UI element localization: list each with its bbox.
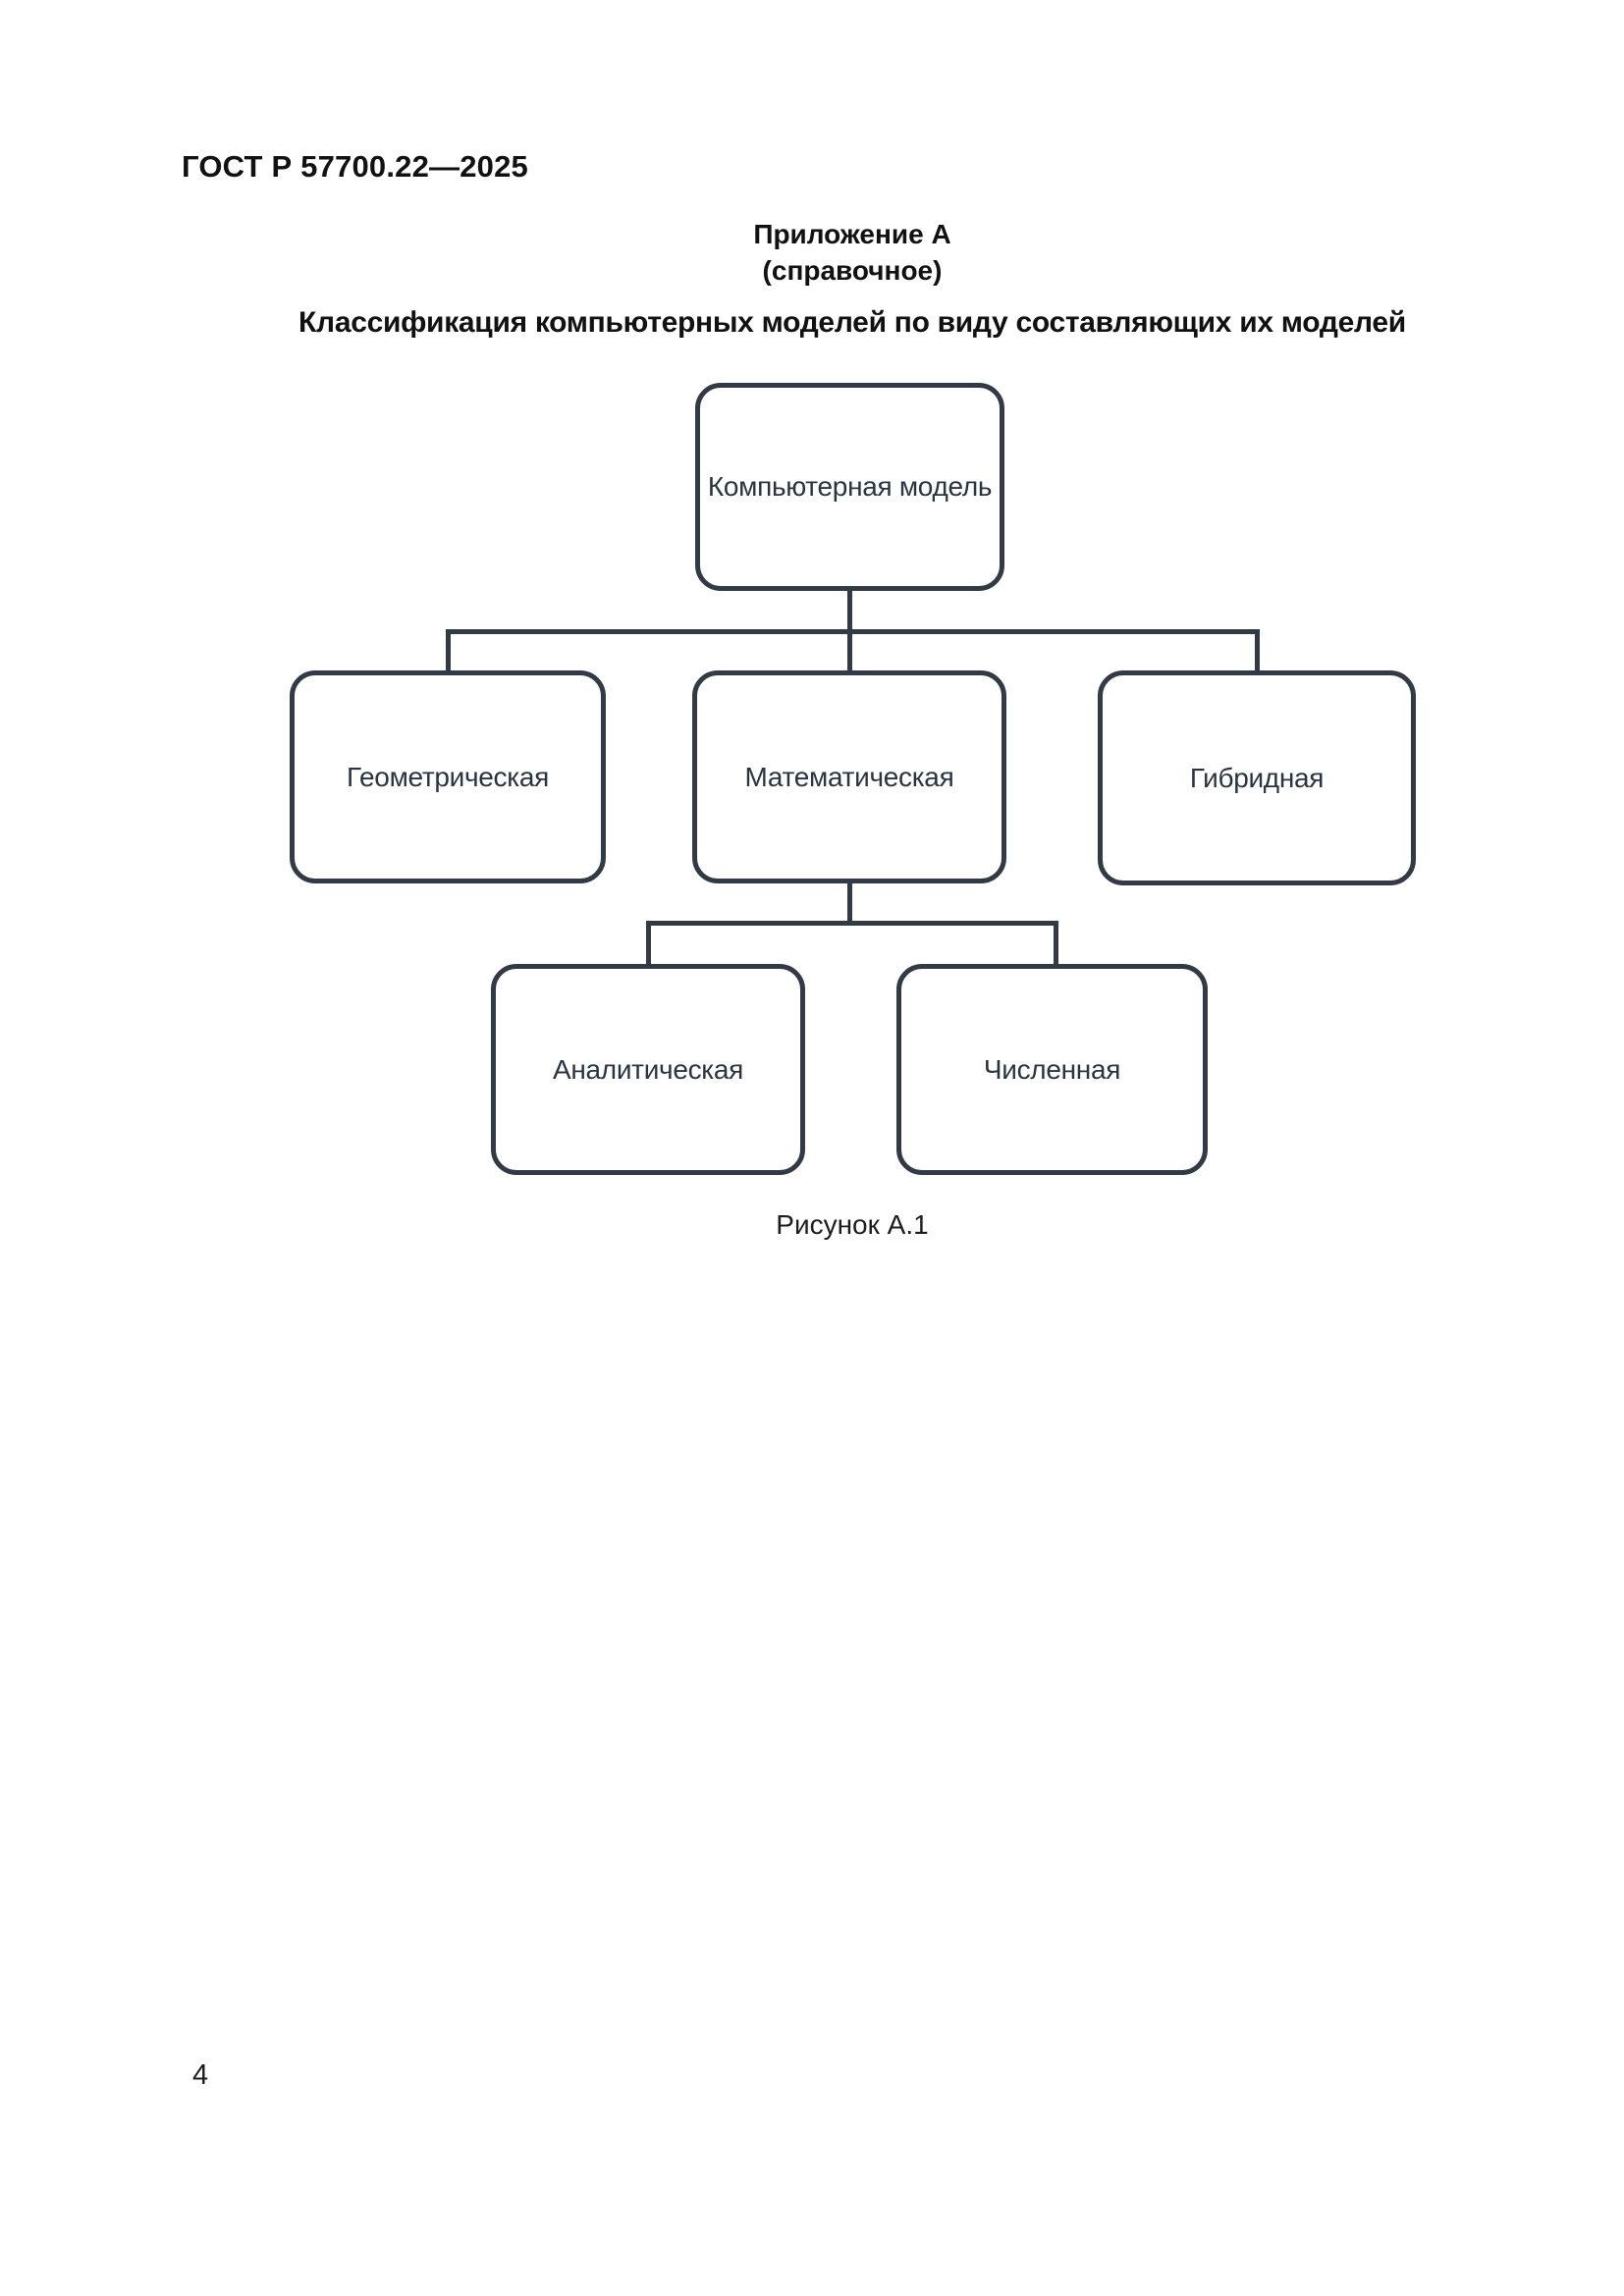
appendix-label: Приложение А (753, 219, 951, 249)
connector-root-down (847, 589, 852, 634)
document-header: ГОСТ Р 57700.22—2025 (182, 149, 528, 184)
connector-level2-horizontal (446, 629, 1260, 634)
connector-to-analytical (646, 921, 651, 966)
connector-level3-horizontal (646, 921, 1058, 926)
node-hybrid-label: Гибридная (1189, 762, 1325, 793)
node-geometric: Геометрическая (290, 670, 606, 883)
node-hybrid: Гибридная (1098, 670, 1416, 885)
node-analytical-label: Аналитическая (552, 1053, 743, 1085)
appendix-note: (справочное) (762, 255, 943, 286)
node-geometric-label: Геометрическая (347, 761, 549, 792)
figure-title: Классификация компьютерных моделей по ви… (298, 306, 1406, 339)
node-mathematical: Математическая (692, 670, 1006, 883)
page-number: 4 (192, 2059, 209, 2091)
appendix-heading: Приложение А (справочное) (83, 216, 1621, 289)
figure-caption: Рисунок А.1 (776, 1209, 929, 1240)
connector-to-numerical (1054, 921, 1058, 966)
node-numerical-label: Численная (983, 1053, 1121, 1085)
node-numerical: Численная (896, 964, 1208, 1175)
node-mathematical-label: Математическая (744, 761, 954, 792)
node-computer-model-label: Компьютерная модель (707, 471, 993, 502)
connector-to-hybrid (1255, 629, 1260, 672)
node-analytical: Аналитическая (491, 964, 805, 1175)
connector-to-mathematical (847, 629, 852, 672)
connector-mathematical-down (847, 881, 852, 926)
node-computer-model: Компьютерная модель (695, 383, 1004, 591)
connector-to-geometric (446, 629, 451, 672)
